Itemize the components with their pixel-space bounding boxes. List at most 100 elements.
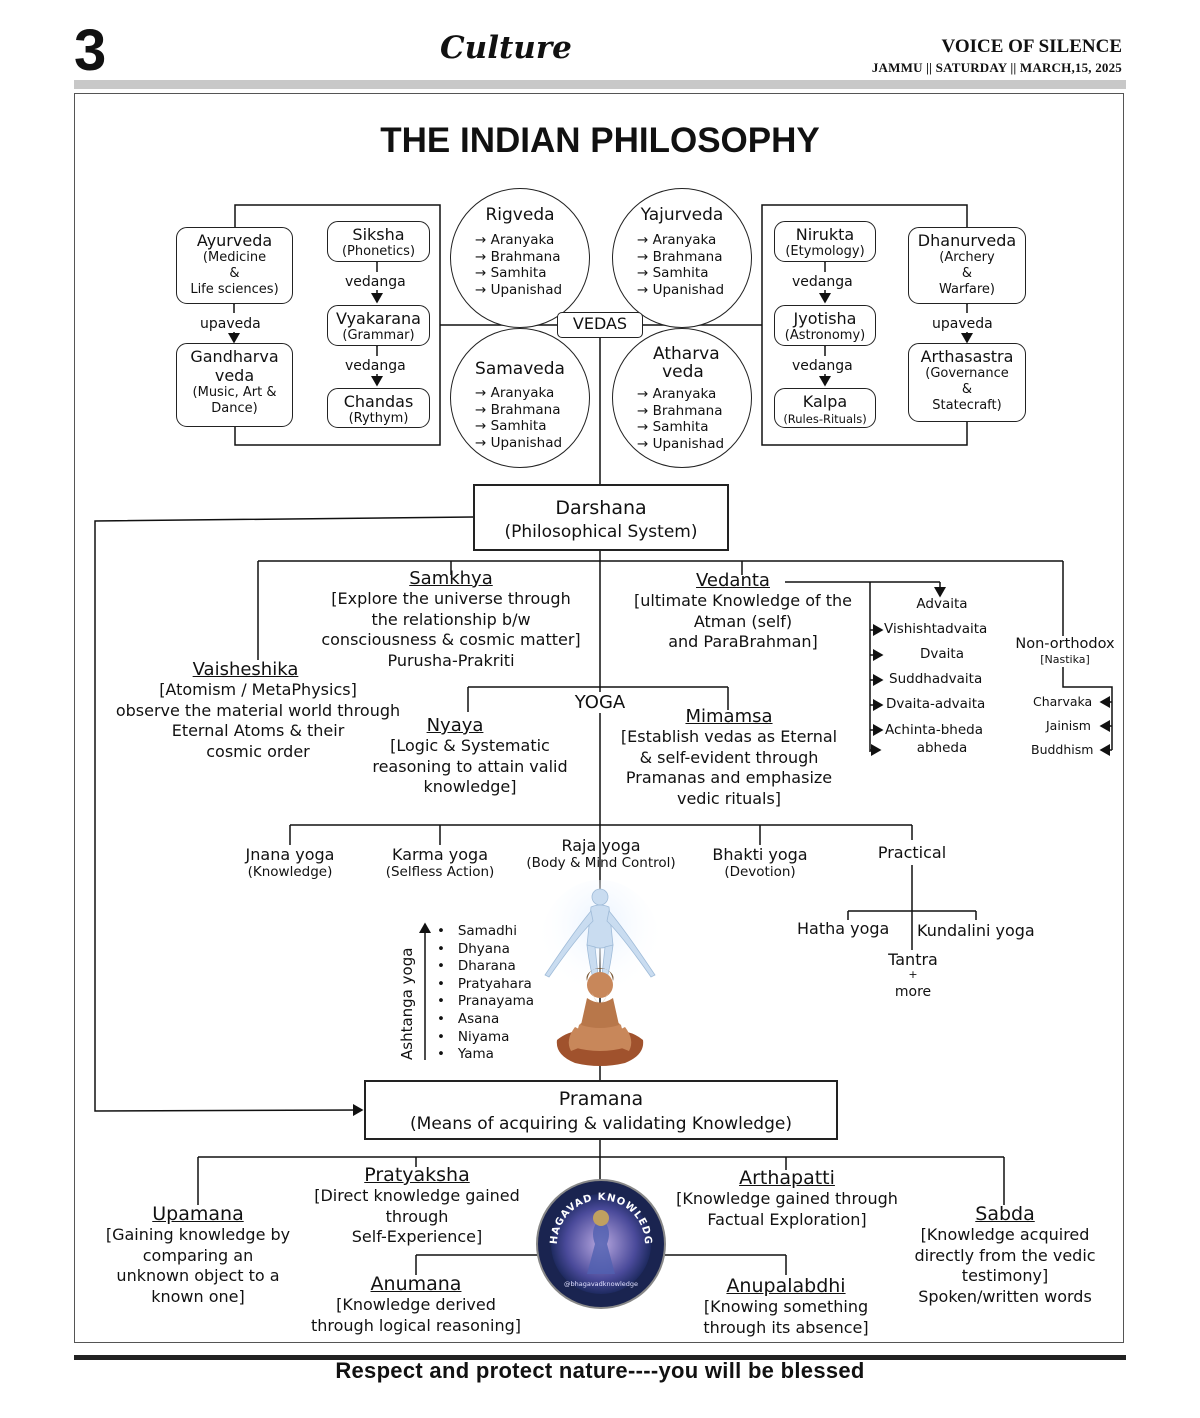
yajurveda-name: Yajurveda — [640, 205, 724, 225]
samaveda-name: Samaveda — [475, 359, 565, 379]
ashtanga-limb-text: Pratyahara — [457, 975, 532, 992]
arthasastra-name: Arthasastra — [920, 347, 1014, 366]
ashtanga-list: • Samadhi • Dhyana • Dharana • Pratyahar… — [437, 923, 534, 1064]
arthasastra-box: Arthasastra (Governance & Statecraft) — [908, 343, 1026, 422]
arthasastra-desc-2: & — [961, 382, 973, 397]
nyaya-block: Nyaya [Logic & Systematic reasoning to a… — [355, 715, 585, 798]
hatha-yoga: Hatha yoga — [797, 919, 890, 938]
arthasastra-desc-3: Statecraft) — [932, 398, 1002, 413]
vedanta-branch: Suddhadvaita — [889, 671, 983, 687]
yajurveda-item: → Aranyaka — [637, 232, 717, 248]
samaveda-item: → Brahmana — [475, 401, 561, 418]
raja-yoga: Raja yoga (Body & Mind Control) — [510, 836, 692, 871]
tantra-more: more — [894, 984, 932, 1000]
chandas-desc: (Rythym) — [348, 411, 409, 426]
anumana-desc: through logical reasoning] — [310, 1315, 522, 1335]
jyotisha-box: Jyotisha (Astronomy) — [774, 305, 876, 346]
samkhya-desc-4: Purusha-Prakriti — [387, 650, 515, 670]
nirukta-name: Nirukta — [795, 225, 855, 244]
yoga-path-desc: (Selfless Action) — [385, 864, 495, 880]
samkhya-desc-2: the relationship b/w — [371, 609, 531, 629]
yajurveda-item: → Brahmana — [637, 248, 723, 265]
vyakarana-box: Vyakarana (Grammar) — [327, 305, 430, 346]
ashtanga-limb: • Yama — [437, 1046, 494, 1063]
ayurveda-desc-1: (Medicine — [202, 250, 267, 265]
ashtanga-limb: • Asana — [437, 1010, 500, 1027]
ashtanga-limb: • Dharana — [437, 958, 516, 975]
arthapatti-desc: Factual Exploration] — [707, 1209, 867, 1229]
nirukta-box: Nirukta (Etymology) — [774, 221, 876, 262]
yoga-path-desc: (Knowledge) — [247, 864, 333, 880]
anumana-block: Anumana [Knowledge derived through logic… — [296, 1273, 536, 1336]
upamana-name: Upamana — [152, 1203, 244, 1225]
practical-yoga: Practical — [862, 843, 962, 862]
pratyaksha-name: Pratyaksha — [364, 1164, 470, 1186]
upamana-desc: known one] — [151, 1286, 245, 1306]
ashtanga-limb: • Niyama — [437, 1028, 510, 1045]
samkhya-name: Samkhya — [409, 568, 493, 589]
vyakarana-name: Vyakarana — [336, 309, 421, 328]
atharvaveda-name: Atharva veda — [653, 344, 720, 382]
non-orthodox-title: Non-orthodox — [1015, 636, 1115, 652]
vedanta-branch: Achinta-bheda — [885, 722, 983, 738]
header-rule — [74, 80, 1126, 89]
mimamsa-block: Mimamsa [Establish vedas as Eternal & se… — [604, 706, 854, 809]
darshana-box: Darshana (Philosophical System) — [473, 484, 729, 551]
yoga-path-name: Bhakti yoga — [712, 845, 808, 864]
article-frame — [74, 93, 1124, 1343]
samaveda-circle: Samaveda → Aranyaka → Brahmana → Samhita… — [450, 328, 590, 468]
mimamsa-desc-3: Pramanas and emphasize — [625, 768, 833, 787]
upamana-block: Upamana [Gaining knowledge by comparing … — [95, 1203, 301, 1307]
dateline: JAMMU || SATURDAY || MARCH,15, 2025 — [871, 60, 1122, 75]
vaisheshika-desc-1: [Atomism / MetaPhysics] — [159, 680, 357, 699]
siksha-box: Siksha (Phonetics) — [327, 221, 430, 262]
vaisheshika-desc-2: observe the material world through — [115, 700, 401, 720]
non-orthodox-subtitle: [Nastika] — [1040, 653, 1090, 666]
upamana-desc: [Gaining knowledge by — [105, 1225, 291, 1244]
anupalabdhi-name: Anupalabdhi — [726, 1275, 846, 1297]
anupalabdhi-desc: through its absence] — [703, 1317, 869, 1337]
nyaya-desc-1: [Logic & Systematic — [390, 736, 550, 755]
yoga-path-name: Practical — [877, 843, 947, 862]
vyakarana-desc: (Grammar) — [342, 328, 415, 343]
arthapatti-desc: [Knowledge gained through — [676, 1189, 898, 1208]
mimamsa-desc-1: [Establish vedas as Eternal — [620, 727, 838, 746]
ayurveda-box: Ayurveda (Medicine & Life sciences) — [176, 227, 293, 304]
dhanurveda-desc-1: (Archery — [939, 250, 995, 265]
jyotisha-desc: (Astronomy) — [784, 328, 866, 343]
rigveda-circle: Rigveda → Aranyaka → Brahmana → Samhita … — [450, 188, 590, 328]
rigveda-item: → Upanishad — [475, 281, 563, 298]
rigveda-item: → Brahmana — [475, 248, 561, 265]
footer-motto: Respect and protect nature----you will b… — [335, 1358, 865, 1383]
dhanurveda-desc-2: & — [961, 266, 973, 281]
samkhya-block: Samkhya [Explore the universe through th… — [295, 568, 607, 671]
darshana-subtitle: (Philosophical System) — [504, 522, 698, 542]
pramana-box: Pramana (Means of acquiring & validating… — [364, 1080, 838, 1140]
yoga-label: YOGA — [560, 692, 640, 713]
yoga-path-name: Jnana yoga — [245, 845, 335, 864]
logo-handle: @bhagavadknowledge — [564, 1280, 638, 1288]
vedanta-branch: Advaita — [916, 596, 968, 612]
sabda-desc: testimony] — [961, 1266, 1049, 1285]
kalpa-box: Kalpa (Rules-Rituals) — [774, 388, 876, 428]
upamana-desc: comparing an — [142, 1245, 254, 1265]
vedanga-link-right-1: vedanga — [792, 274, 853, 290]
kundalini-yoga: Kundalini yoga — [917, 921, 1035, 940]
atharvaveda-circle: Atharva veda → Aranyaka → Brahmana → Sam… — [612, 328, 752, 468]
nastika-item: Jainism — [1046, 718, 1091, 733]
dhanurveda-box: Dhanurveda (Archery & Warfare) — [908, 227, 1026, 304]
ayurveda-desc-2: & — [229, 266, 240, 281]
yajurveda-item: → Upanishad — [637, 281, 725, 298]
kalpa-name: Kalpa — [802, 392, 848, 411]
ayurveda-name: Ayurveda — [196, 231, 273, 250]
samaveda-item: → Samhita — [475, 418, 547, 434]
atharvaveda-item: → Samhita — [637, 419, 709, 435]
mimamsa-name: Mimamsa — [685, 706, 773, 727]
anumana-desc: [Knowledge derived — [336, 1295, 496, 1314]
vedanga-link-left-2: vedanga — [345, 358, 406, 374]
chandas-box: Chandas (Rythym) — [327, 388, 430, 428]
upamana-desc: unknown object to a — [116, 1266, 280, 1285]
karma-yoga: Karma yoga (Selfless Action) — [370, 845, 510, 880]
pratyaksha-desc: [Direct knowledge gained — [314, 1186, 520, 1205]
